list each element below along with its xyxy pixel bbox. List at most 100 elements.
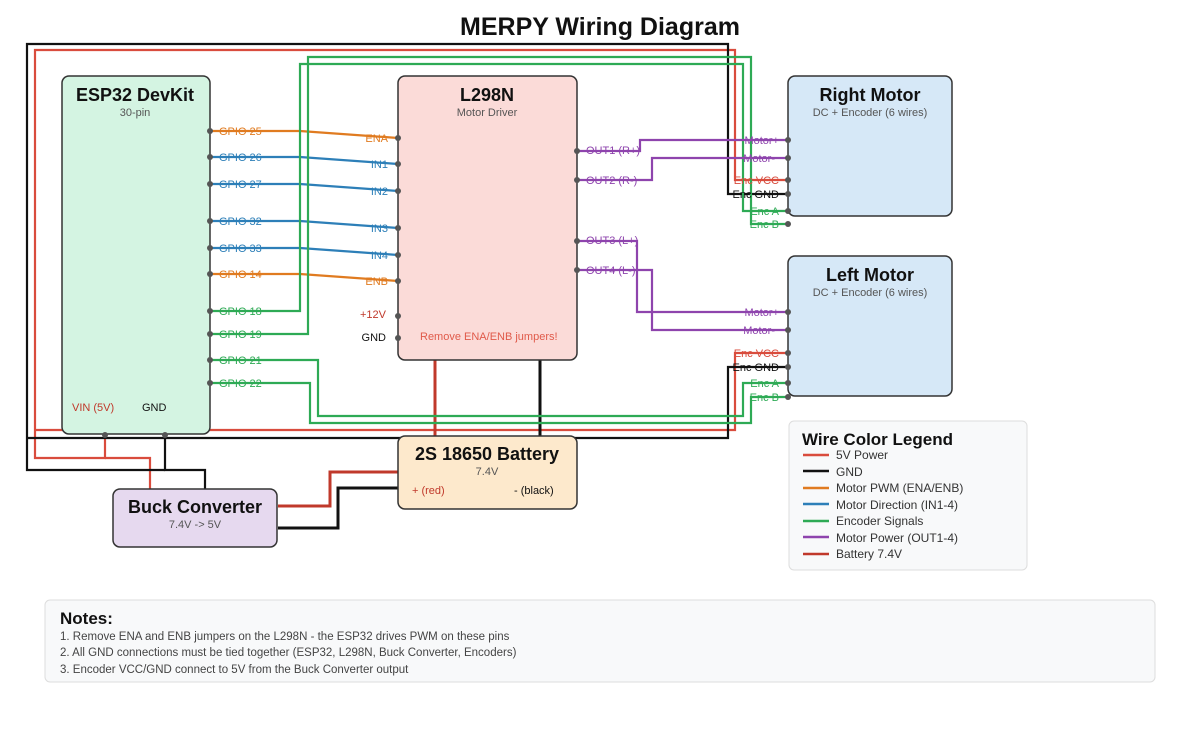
esp32-pin-gpio25[interactable] bbox=[207, 128, 213, 134]
l298n-pin-enb[interactable] bbox=[395, 278, 401, 284]
esp32-label-gpio21: GPIO 21 bbox=[219, 355, 262, 367]
esp32-label-gnd: GND bbox=[142, 402, 167, 414]
right-motor-pin-enc-gnd[interactable] bbox=[785, 191, 791, 197]
esp32-label-gpio27: GPIO 27 bbox=[219, 179, 262, 191]
esp32-label-gpio14: GPIO 14 bbox=[219, 269, 262, 281]
l298n-pin-out2[interactable] bbox=[574, 177, 580, 183]
wire-enc-right-b bbox=[210, 55, 788, 336]
l298n-label-enb: ENB bbox=[365, 276, 388, 288]
wire-gnd-esp-buck bbox=[163, 435, 207, 490]
left-motor-pin-motor-minus[interactable] bbox=[785, 327, 791, 333]
right-motor-body bbox=[787, 75, 953, 217]
esp32-pin-gpio21[interactable] bbox=[207, 357, 213, 363]
l298n-title: L298N bbox=[460, 85, 514, 105]
wire-motor-out4 bbox=[577, 268, 788, 332]
esp32-label-gpio19: GPIO 19 bbox=[219, 329, 262, 341]
l298n-label-in3: IN3 bbox=[371, 223, 388, 235]
legend-item-5v: 5V Power bbox=[836, 448, 888, 462]
left-motor-label-motor-plus: Motor+ bbox=[744, 307, 779, 319]
wire-battery-plus-buck bbox=[278, 470, 400, 508]
left-motor-pin-motor-plus[interactable] bbox=[785, 309, 791, 315]
esp32-pin-gpio22[interactable] bbox=[207, 380, 213, 386]
legend-box bbox=[788, 420, 1028, 571]
esp32-pin-gpio18[interactable] bbox=[207, 308, 213, 314]
right-motor-label-motor-plus: Motor+ bbox=[744, 135, 779, 147]
l298n-subtitle: Motor Driver bbox=[457, 107, 518, 119]
right-motor-pin-motor-plus[interactable] bbox=[785, 137, 791, 143]
wire-battery-minus-buck bbox=[278, 486, 400, 530]
left-motor-pin-enc-vcc[interactable] bbox=[785, 350, 791, 356]
battery-title: 2S 18650 Battery bbox=[415, 444, 559, 464]
esp32-pin-gpio14[interactable] bbox=[207, 271, 213, 277]
l298n-pin-in4[interactable] bbox=[395, 252, 401, 258]
battery-minus-label: - (black) bbox=[514, 485, 554, 497]
wire-enc-left-a bbox=[210, 358, 788, 418]
legend-title: Wire Color Legend bbox=[802, 430, 953, 449]
esp32-pin-gpio33[interactable] bbox=[207, 245, 213, 251]
esp32-label-gpio32: GPIO 32 bbox=[219, 216, 262, 228]
l298n-label-gnd: GND bbox=[362, 332, 387, 344]
left-motor-label-enc-b: Enc B bbox=[750, 392, 779, 404]
l298n-label-out3: OUT3 (L+) bbox=[586, 235, 638, 247]
l298n-pin-ena[interactable] bbox=[395, 135, 401, 141]
left-motor-label-enc-gnd: Enc GND bbox=[733, 362, 780, 374]
legend-item-encoder: Encoder Signals bbox=[836, 514, 923, 528]
wire-gnd-right-encoder bbox=[25, 42, 788, 472]
esp32-label-vin: VIN (5V) bbox=[72, 402, 114, 414]
left-motor-pin-enc-a[interactable] bbox=[785, 380, 791, 386]
l298n-pin-in2[interactable] bbox=[395, 188, 401, 194]
wire-gnd-left-encoder bbox=[27, 365, 788, 440]
notes-line-3: 3. Encoder VCC/GND connect to 5V from th… bbox=[60, 664, 409, 676]
right-motor-pin-enc-a[interactable] bbox=[785, 208, 791, 214]
left-motor-pin-enc-gnd[interactable] bbox=[785, 364, 791, 370]
buck-converter-block: Buck Converter 7.4V -> 5V bbox=[112, 488, 278, 548]
l298n-pin-gnd[interactable] bbox=[395, 335, 401, 341]
wires bbox=[25, 42, 788, 530]
esp32-pin-gnd[interactable] bbox=[162, 432, 168, 438]
esp32-pin-gpio19[interactable] bbox=[207, 331, 213, 337]
esp32-label-gpio26: GPIO 26 bbox=[219, 152, 262, 164]
l298n-pin-out4[interactable] bbox=[574, 267, 580, 273]
l298n-pin-in1[interactable] bbox=[395, 161, 401, 167]
l298n-pin-12v[interactable] bbox=[395, 313, 401, 319]
legend-item-battery: Battery 7.4V bbox=[836, 547, 902, 561]
battery-body bbox=[397, 435, 578, 510]
esp32-title: ESP32 DevKit bbox=[76, 85, 194, 105]
esp32-pin-gpio27[interactable] bbox=[207, 181, 213, 187]
l298n-label-12v: +12V bbox=[360, 309, 387, 321]
l298n-pin-out1[interactable] bbox=[574, 148, 580, 154]
esp32-pin-vin[interactable] bbox=[102, 432, 108, 438]
l298n-label-out2: OUT2 (R-) bbox=[586, 175, 637, 187]
right-motor-pin-motor-minus[interactable] bbox=[785, 155, 791, 161]
esp32-pin-gpio32[interactable] bbox=[207, 218, 213, 224]
left-motor-subtitle: DC + Encoder (6 wires) bbox=[813, 287, 928, 299]
l298n-label-in1: IN1 bbox=[371, 159, 388, 171]
left-motor-block: Left Motor DC + Encoder (6 wires) Motor+… bbox=[733, 255, 953, 404]
legend-item-motor-power: Motor Power (OUT1-4) bbox=[836, 531, 958, 545]
buck-subtitle: 7.4V -> 5V bbox=[169, 519, 222, 531]
esp32-body bbox=[61, 75, 211, 435]
l298n-pin-out3[interactable] bbox=[574, 238, 580, 244]
esp32-label-gpio18: GPIO 18 bbox=[219, 306, 262, 318]
wire-5v-buck-esp bbox=[105, 456, 152, 490]
esp32-label-gpio25: GPIO 25 bbox=[219, 126, 262, 138]
wire-enc-left-b bbox=[210, 381, 788, 425]
right-motor-pin-enc-vcc[interactable] bbox=[785, 177, 791, 183]
notes-panel: Notes: 1. Remove ENA and ENB jumpers on … bbox=[44, 599, 1156, 683]
l298n-pin-in3[interactable] bbox=[395, 225, 401, 231]
diagram-title: MERPY Wiring Diagram bbox=[460, 13, 740, 41]
right-motor-label-motor-minus: Motor- bbox=[743, 153, 775, 165]
right-motor-label-enc-b: Enc B bbox=[750, 219, 779, 231]
l298n-label-out1: OUT1 (R+) bbox=[586, 145, 640, 157]
esp32-pin-gpio26[interactable] bbox=[207, 154, 213, 160]
right-motor-block: Right Motor DC + Encoder (6 wires) Motor… bbox=[733, 75, 953, 231]
left-motor-label-enc-vcc: Enc VCC bbox=[734, 348, 779, 360]
l298n-body bbox=[397, 75, 578, 361]
left-motor-pin-enc-b[interactable] bbox=[785, 394, 791, 400]
legend-item-direction: Motor Direction (IN1-4) bbox=[836, 498, 958, 512]
left-motor-title: Left Motor bbox=[826, 265, 914, 285]
right-motor-pin-enc-b[interactable] bbox=[785, 221, 791, 227]
notes-title: Notes: bbox=[60, 609, 113, 628]
left-motor-label-motor-minus: Motor- bbox=[743, 325, 775, 337]
